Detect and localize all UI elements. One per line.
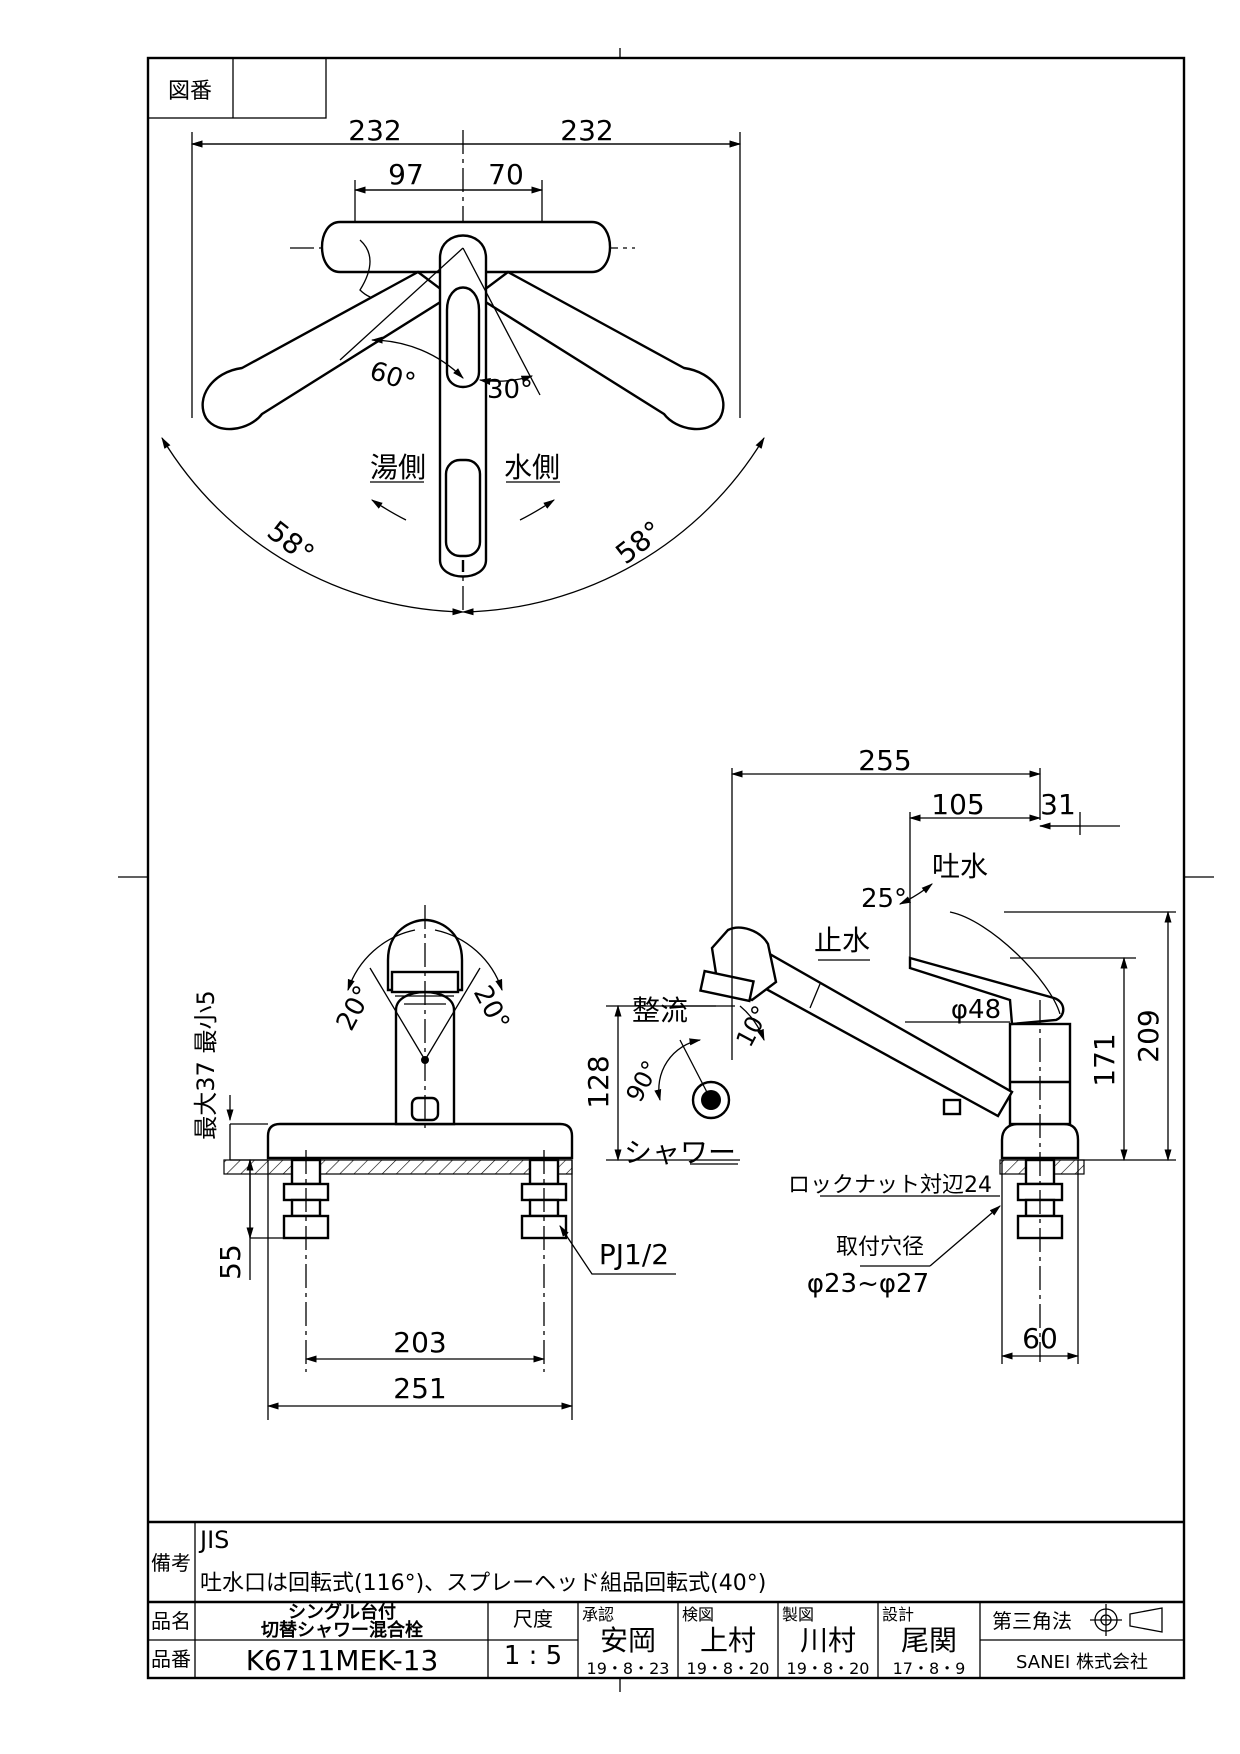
side-dim-209: 209 — [1132, 1009, 1165, 1062]
front-dim-251: 251 — [393, 1372, 446, 1405]
product-number: K6711MEK-13 — [246, 1644, 439, 1677]
role-label-approval: 承認 — [582, 1605, 614, 1624]
role-name-approval: 安岡 — [600, 1624, 656, 1657]
side-dim-60: 60 — [1022, 1322, 1058, 1355]
label-angle10: 10° — [731, 1001, 776, 1052]
side-dim-255: 255 — [858, 744, 911, 777]
role-date-check: 19・8・20 — [687, 1659, 770, 1678]
scale-label: 尺度 — [513, 1607, 553, 1631]
drawing-frame — [118, 48, 1214, 1692]
front-angle-20-right: 20° — [467, 981, 515, 1036]
side-dim-31: 31 — [1040, 788, 1076, 821]
title-block — [148, 1520, 1184, 1678]
front-height-range: 最大37 最小5 — [192, 990, 220, 1139]
label-straighten: 整流 — [632, 994, 688, 1027]
top-dim-70: 70 — [488, 158, 524, 191]
drawing-number-label: 図番 — [168, 79, 212, 104]
company-name: SANEI 株式会社 — [1016, 1652, 1148, 1673]
remarks-line-1: JIS — [198, 1526, 229, 1554]
front-angle-20-left: 20° — [331, 981, 379, 1036]
side-dim-171: 171 — [1088, 1033, 1121, 1086]
number-label: 品番 — [151, 1647, 191, 1671]
side-dim-128: 128 — [582, 1055, 615, 1108]
label-angle90: 90° — [621, 1056, 666, 1107]
role-name-design: 尾関 — [901, 1624, 957, 1657]
scale-value: 1 : 5 — [504, 1641, 562, 1671]
side-view — [606, 768, 1176, 1364]
top-angle-30: 30° — [487, 375, 533, 405]
remarks-label: 備考 — [151, 1551, 191, 1575]
front-view — [223, 905, 676, 1420]
label-spout: 吐水 — [932, 850, 988, 883]
top-dim-232-left: 232 — [348, 114, 401, 147]
top-angle-60: 60° — [366, 356, 419, 399]
role-label-draft: 製図 — [782, 1605, 814, 1624]
remarks-line-2: 吐水口は回転式(116°)、スプレーヘッド組品回転式(40°) — [200, 1571, 766, 1596]
role-name-check: 上村 — [700, 1624, 756, 1657]
name-label: 品名 — [151, 1609, 191, 1633]
side-dim-105: 105 — [931, 788, 984, 821]
projection-label: 第三角法 — [992, 1609, 1072, 1633]
label-hole-title: 取付穴径 — [836, 1235, 924, 1260]
label-angle25: 25° — [861, 884, 907, 914]
top-dim-97: 97 — [388, 158, 424, 191]
hot-side-label: 湯側 — [370, 451, 426, 484]
role-date-design: 17・8・9 — [893, 1659, 966, 1678]
top-view — [161, 130, 765, 616]
label-hole-range: φ23~φ27 — [807, 1269, 929, 1299]
role-date-draft: 19・8・20 — [787, 1659, 870, 1678]
top-dim-232-right: 232 — [560, 114, 613, 147]
top-angle-58-right: 58° — [609, 514, 668, 571]
name-line-2: 切替シャワー混合栓 — [261, 1619, 423, 1641]
role-name-draft: 川村 — [800, 1624, 856, 1657]
label-locknut: ロックナット対辺24 — [788, 1173, 992, 1198]
label-dia48: φ48 — [951, 995, 1001, 1025]
front-dim-55: 55 — [214, 1244, 247, 1280]
role-label-design: 設計 — [882, 1605, 914, 1624]
role-date-approval: 19・8・23 — [587, 1659, 670, 1678]
name-line-1: シングル台付 — [288, 1601, 396, 1623]
top-angle-58-left: 58° — [261, 514, 320, 571]
thread-label: PJ1/2 — [599, 1238, 669, 1271]
front-dim-203: 203 — [393, 1326, 446, 1359]
role-label-check: 検図 — [682, 1605, 714, 1624]
label-stop: 止水 — [814, 924, 870, 957]
cold-side-label: 水側 — [504, 451, 560, 484]
label-shower: シャワー — [624, 1136, 736, 1169]
